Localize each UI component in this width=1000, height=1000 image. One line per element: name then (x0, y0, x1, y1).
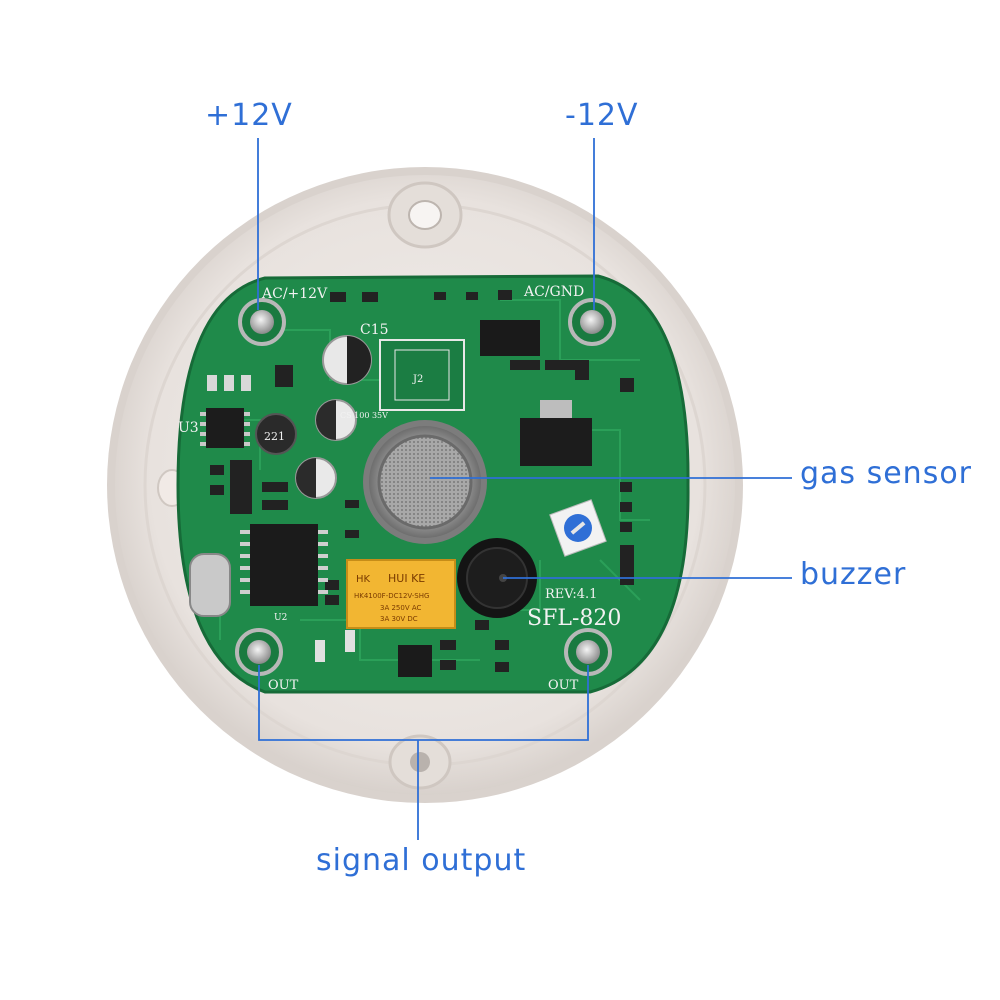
relay-rating-2: 3A 30V DC (380, 615, 418, 623)
label-inductor: 221 (264, 430, 285, 443)
line-signal-bracket (258, 665, 589, 741)
potentiometer (549, 499, 607, 557)
capacitor-c15 (322, 335, 372, 385)
label-ac-gnd: AC/GND (523, 284, 584, 300)
screw-terminals (235, 298, 616, 676)
label-ac-12v: AC/+12V (261, 286, 328, 302)
label-out-right: OUT (548, 678, 579, 693)
label-model: SFL-820 (527, 606, 621, 631)
chip-u2 (240, 524, 328, 606)
jumper-j2 (379, 339, 465, 411)
label-c15: C15 (360, 322, 389, 338)
smd-components (207, 290, 634, 672)
crystal (189, 553, 231, 617)
label-out-left: OUT (268, 678, 299, 693)
callout-signal-output: signal output (316, 843, 527, 878)
callout-gas-sensor: gas sensor (800, 456, 973, 491)
callout-plus12v: +12V (205, 98, 293, 133)
relay-rating-1: 3A 250V AC (380, 604, 422, 612)
inductor (255, 413, 297, 455)
chip-u3 (200, 408, 250, 448)
relay (346, 559, 456, 629)
label-cap: CS 100 35V (340, 411, 388, 420)
callout-lines (257, 138, 792, 840)
label-u3: U3 (178, 420, 199, 436)
relay-model: HK4100F-DC12V-SHG (354, 592, 429, 600)
callout-minus12v: -12V (565, 98, 639, 133)
electrolytic-capacitors (295, 399, 357, 499)
relay-brand: HUI KE (388, 572, 425, 585)
label-revision: REV:4.1 (545, 587, 597, 602)
mosfet (520, 400, 592, 466)
callout-buzzer: buzzer (800, 557, 907, 592)
chip-u1 (398, 645, 432, 677)
label-u2: U2 (274, 613, 287, 623)
gas-sensor-component (363, 420, 487, 544)
label-j2: J2 (412, 374, 423, 385)
relay-logo: HK (356, 574, 371, 585)
